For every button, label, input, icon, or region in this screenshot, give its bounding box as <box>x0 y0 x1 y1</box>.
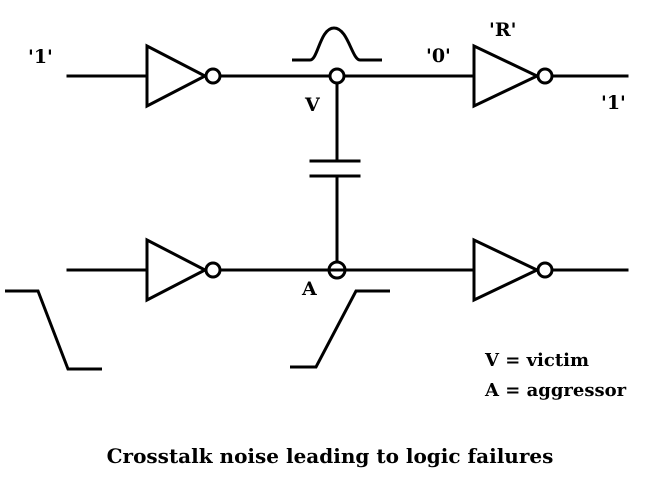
legend-victim: V = victim <box>484 350 589 371</box>
coupling-capacitor <box>309 81 361 263</box>
victim-output-label: '1' <box>601 92 626 114</box>
legend-aggressor: A = aggressor <box>484 380 627 401</box>
aggressor-receiver-inverter <box>472 237 541 303</box>
victim-driver-bubble <box>204 67 222 85</box>
aggressor-driver-bubble <box>204 261 222 279</box>
victim-node-label: V <box>304 94 321 116</box>
figure-caption: Crosstalk noise leading to logic failure… <box>107 444 554 468</box>
victim-net <box>66 43 629 109</box>
aggressor-node-label: A <box>301 278 317 300</box>
victim-mid-label: '0' <box>426 45 451 67</box>
glitch-pulse-waveform <box>292 26 382 62</box>
victim-driver-inverter <box>145 43 209 109</box>
receiver-label: 'R' <box>489 19 516 41</box>
aggressor-node-rising-waveform <box>290 289 390 369</box>
receiver-bubble <box>536 67 554 85</box>
aggressor-input-falling-waveform <box>5 289 102 371</box>
victim-input-label: '1' <box>28 46 53 68</box>
receiver-inverter <box>472 43 541 109</box>
aggressor-net <box>66 237 629 303</box>
aggressor-receiver-bubble <box>536 261 554 279</box>
aggressor-driver-inverter <box>145 237 209 303</box>
victim-node-junction <box>328 67 346 85</box>
